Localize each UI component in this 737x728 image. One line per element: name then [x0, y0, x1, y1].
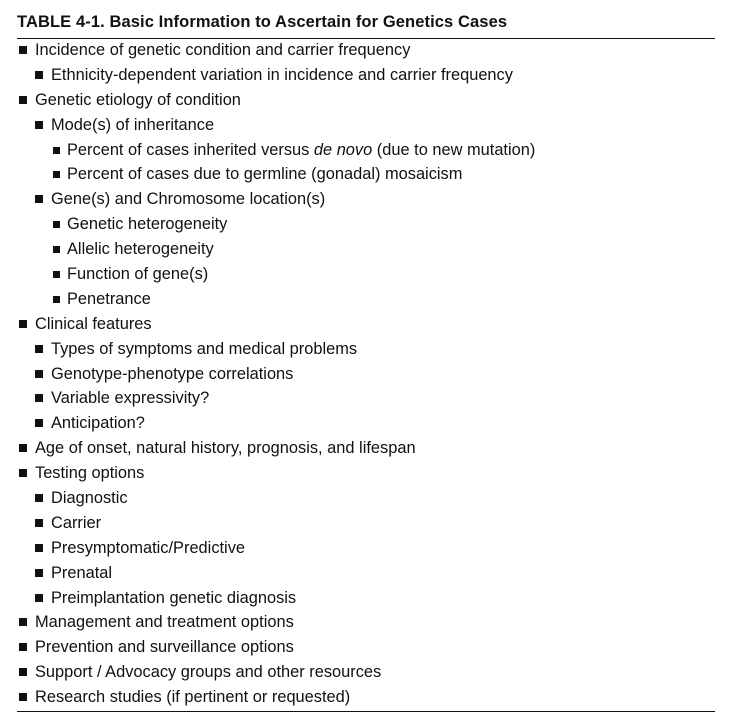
list-item-text: Allelic heterogeneity — [67, 240, 214, 259]
square-bullet-icon — [19, 693, 27, 702]
square-bullet-icon — [19, 469, 27, 478]
list-item-text: Gene(s) and Chromosome location(s) — [51, 190, 326, 209]
square-bullet-icon — [35, 344, 43, 353]
list-item-text: Function of gene(s) — [67, 265, 209, 284]
list-item: Diagnostic — [0, 486, 737, 511]
list-item-text: Genetic heterogeneity — [67, 215, 228, 234]
square-bullet-icon — [19, 444, 27, 453]
square-bullet-icon — [35, 70, 43, 79]
list-item: Genetic heterogeneity — [0, 212, 737, 237]
square-bullet-icon — [53, 221, 60, 229]
list-item-text: Preimplantation genetic diagnosis — [51, 588, 297, 607]
square-bullet-icon — [53, 295, 60, 303]
square-bullet-icon — [19, 668, 27, 677]
list-item-text: Percent of cases inherited versus de nov… — [67, 138, 535, 163]
title-underline-rule — [17, 38, 715, 39]
list-item-text: Anticipation? — [51, 414, 145, 433]
list-item: Prevention and surveillance options — [0, 635, 737, 660]
square-bullet-icon — [35, 419, 43, 428]
list-item: Incidence of genetic condition and carri… — [0, 38, 737, 63]
square-bullet-icon — [53, 171, 60, 179]
square-bullet-icon — [35, 195, 43, 204]
list-item: Variable expressivity? — [0, 386, 737, 411]
list-item: Allelic heterogeneity — [0, 237, 737, 262]
list-item-text: Penetrance — [67, 289, 151, 308]
list-item-text-part: Percent of cases inherited versus — [67, 140, 314, 159]
list-item-text: Diagnostic — [51, 489, 128, 508]
list-item: Clinical features — [0, 312, 737, 337]
checklist: Incidence of genetic condition and carri… — [0, 38, 737, 710]
list-item: Presymptomatic/Predictive — [0, 536, 737, 561]
list-item: Research studies (if pertinent or reques… — [0, 685, 737, 710]
table-title: TABLE 4-1. Basic Information to Ascertai… — [17, 13, 508, 31]
list-item: Mode(s) of inheritance — [0, 113, 737, 138]
list-item-text: Incidence of genetic condition and carri… — [35, 41, 411, 59]
list-item-text-part: (due to new mutation) — [372, 140, 536, 159]
list-item-text: Management and treatment options — [35, 613, 294, 632]
list-item-text: Prenatal — [51, 563, 113, 582]
list-item: Anticipation? — [0, 411, 737, 436]
list-item: Ethnicity-dependent variation in inciden… — [0, 63, 737, 88]
square-bullet-icon — [53, 146, 60, 154]
square-bullet-icon — [35, 568, 43, 577]
list-item-text: Support / Advocacy groups and other reso… — [35, 663, 382, 682]
list-item-text: Percent of cases due to germline (gonada… — [67, 165, 463, 184]
list-item-text: Presymptomatic/Predictive — [51, 538, 246, 557]
list-item: Genetic etiology of condition — [0, 88, 737, 113]
list-item-text: Testing options — [35, 464, 145, 483]
list-item: Management and treatment options — [0, 610, 737, 635]
list-item-text: Genotype-phenotype correlations — [51, 364, 294, 383]
list-item-italic-term: de novo — [313, 140, 373, 159]
list-item: Support / Advocacy groups and other reso… — [0, 660, 737, 685]
square-bullet-icon — [19, 95, 27, 104]
list-item: Testing options — [0, 461, 737, 486]
square-bullet-icon — [35, 593, 43, 602]
list-item-text: Clinical features — [35, 314, 152, 333]
list-item-text: Ethnicity-dependent variation in inciden… — [51, 65, 513, 84]
list-item-text: Variable expressivity? — [51, 389, 210, 408]
list-item: Percent of cases due to germline (gonada… — [0, 162, 737, 187]
square-bullet-icon — [35, 518, 43, 527]
square-bullet-icon — [35, 494, 43, 503]
list-item: Carrier — [0, 511, 737, 536]
square-bullet-icon — [53, 246, 60, 254]
list-item: Genotype-phenotype correlations — [0, 362, 737, 387]
list-item-text: Mode(s) of inheritance — [51, 115, 215, 134]
square-bullet-icon — [19, 319, 27, 328]
list-item: Types of symptoms and medical problems — [0, 337, 737, 362]
list-item: Gene(s) and Chromosome location(s) — [0, 187, 737, 212]
list-item: Penetrance — [0, 287, 737, 312]
square-bullet-icon — [19, 46, 27, 54]
list-item-text: Types of symptoms and medical problems — [51, 339, 358, 358]
square-bullet-icon — [19, 618, 27, 627]
square-bullet-icon — [35, 543, 43, 552]
list-item-text: Prevention and surveillance options — [35, 638, 294, 657]
square-bullet-icon — [35, 394, 43, 403]
square-bullet-icon — [53, 271, 60, 279]
list-item: Function of gene(s) — [0, 262, 737, 287]
square-bullet-icon — [35, 120, 43, 129]
list-item: Age of onset, natural history, prognosis… — [0, 436, 737, 461]
list-item-text: Genetic etiology of condition — [35, 90, 241, 109]
list-item: Preimplantation genetic diagnosis — [0, 586, 737, 611]
square-bullet-icon — [35, 369, 43, 378]
list-item: Prenatal — [0, 561, 737, 586]
list-item-text: Research studies (if pertinent or reques… — [35, 688, 351, 707]
list-item: Percent of cases inherited versus de nov… — [0, 138, 737, 163]
table-bottom-rule — [17, 711, 715, 712]
list-item-text: Age of onset, natural history, prognosis… — [35, 439, 416, 458]
square-bullet-icon — [19, 643, 27, 652]
list-item-text: Carrier — [51, 513, 102, 532]
